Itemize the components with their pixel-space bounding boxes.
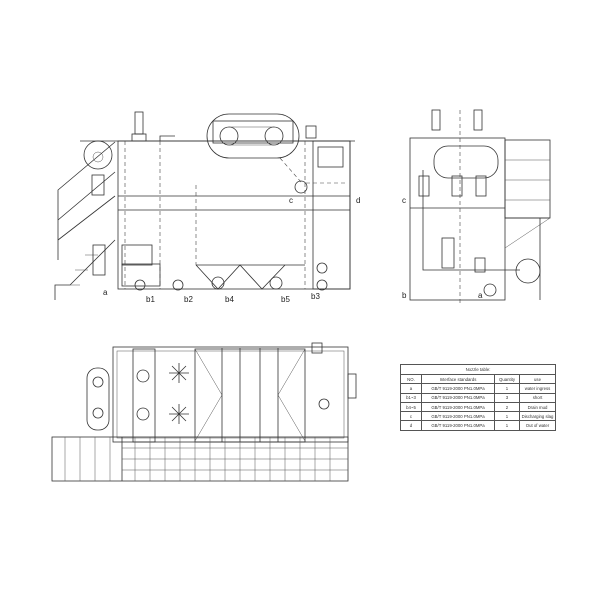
- table-row: b1~3 GB/T 9119-2000 PN1.0MPa 3 short: [400, 392, 556, 403]
- side-view: [409, 109, 551, 305]
- cell-quantity: 3: [494, 392, 520, 403]
- label-a: a: [103, 288, 108, 297]
- cell-use: Discharging slag: [519, 411, 556, 422]
- cell-standard: GB/T 9119-2000 PN1.0MPa: [421, 401, 495, 413]
- side-label-b: b: [402, 291, 407, 300]
- table-header-row: NO. Interface standards Quantity use: [400, 373, 556, 385]
- cell-no: c: [400, 411, 422, 422]
- header-no: NO.: [400, 373, 422, 385]
- label-d: d: [356, 196, 361, 205]
- cell-quantity: 1: [494, 411, 520, 422]
- cell-no: a: [400, 383, 422, 394]
- table-row: b4~5 GB/T 9119-2000 PN1.0MPa 2 Drain mud: [400, 401, 556, 413]
- cell-no: b4~5: [400, 401, 422, 413]
- side-label-a: a: [478, 291, 483, 300]
- cell-no: b1~3: [400, 392, 422, 403]
- top-view: [51, 342, 357, 482]
- cell-standard: GB/T 9119-2000 PN1.0MPa: [421, 392, 495, 403]
- cell-use: short: [519, 392, 556, 403]
- cell-no: d: [400, 420, 422, 431]
- table-row: d GB/T 9119-2000 PN1.0MPa 1 Out of water: [400, 420, 556, 431]
- nozzle-table: Nozzle table: NO. Interface standards Qu…: [400, 364, 556, 431]
- label-b4: b4: [225, 295, 234, 304]
- label-b5: b5: [281, 295, 290, 304]
- header-standards: Interface standards: [421, 373, 495, 385]
- cell-use: water ingress: [519, 383, 556, 394]
- table-row: a GB/T 9119-2000 PN1.0MPa 1 water ingres…: [400, 383, 556, 394]
- header-quantity: Quantity: [494, 373, 520, 385]
- cell-standard: GB/T 9119-2000 PN1.0MPa: [421, 383, 495, 394]
- cell-quantity: 1: [494, 420, 520, 431]
- header-use: use: [519, 373, 556, 385]
- cell-standard: GB/T 9119-2000 PN1.0MPa: [421, 420, 495, 431]
- label-b2: b2: [184, 295, 193, 304]
- label-c: c: [289, 196, 293, 205]
- cell-use: Out of water: [519, 420, 556, 431]
- label-b1: b1: [146, 295, 155, 304]
- table-title: Nozzle table:: [400, 364, 556, 375]
- side-label-c: c: [402, 196, 406, 205]
- front-view: [54, 111, 355, 300]
- cell-use: Drain mud: [519, 401, 556, 413]
- cell-quantity: 1: [494, 383, 520, 394]
- cell-standard: GB/T 9119-2000 PN1.0MPa: [421, 411, 495, 422]
- cell-quantity: 2: [494, 401, 520, 413]
- table-row: c GB/T 9119-2000 PN1.0MPa 1 Discharging …: [400, 411, 556, 422]
- label-b3: b3: [311, 292, 320, 301]
